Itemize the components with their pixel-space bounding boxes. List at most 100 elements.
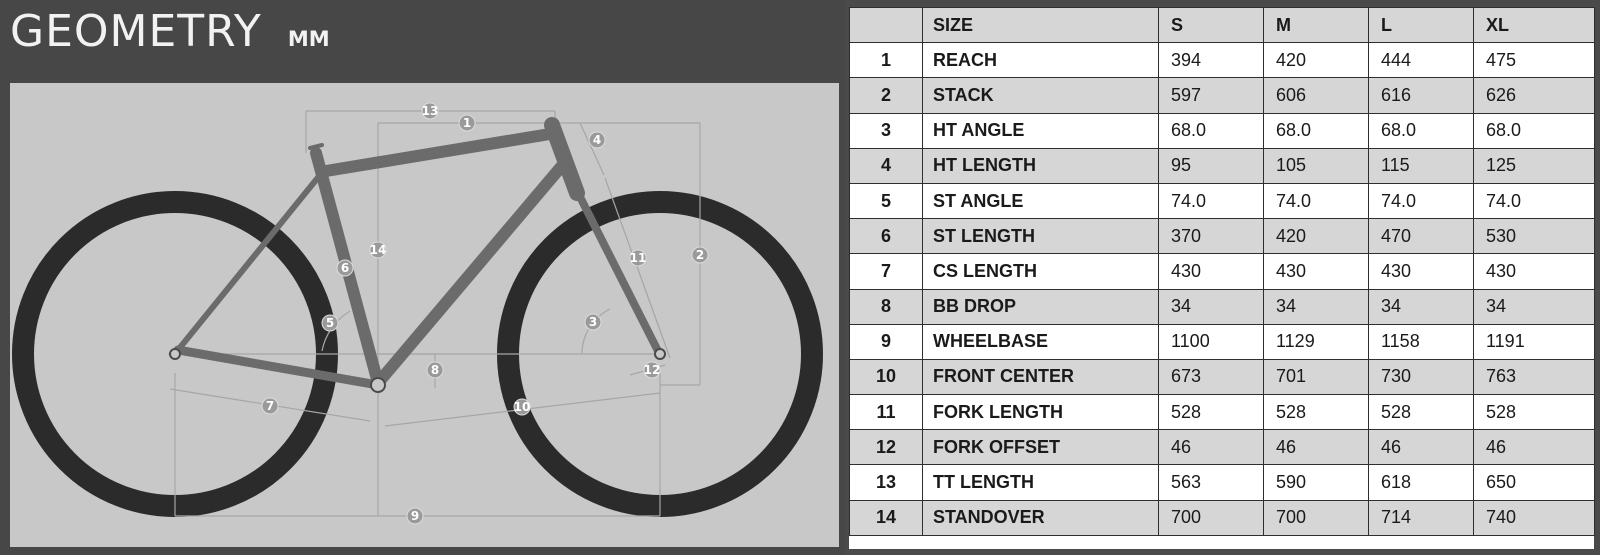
unit-label: MM [287, 27, 330, 51]
row-number: 4 [849, 147, 923, 184]
value-s: 370 [1158, 218, 1264, 255]
value-xl: 125 [1473, 147, 1595, 184]
bike-frame [173, 117, 662, 390]
value-m: 430 [1263, 253, 1369, 290]
value-xl: 34 [1473, 288, 1595, 325]
value-xl: 528 [1473, 394, 1595, 431]
value-l: 46 [1368, 429, 1474, 466]
value-l: 115 [1368, 147, 1474, 184]
callout-label: 8 [431, 363, 439, 377]
value-s: 46 [1158, 429, 1264, 466]
row-number: 3 [849, 112, 923, 149]
measurement-name: FRONT CENTER [922, 358, 1159, 396]
title-block: GEOMETRY MM [10, 6, 330, 76]
callout-label: 12 [644, 363, 661, 377]
row-number: 13 [849, 464, 923, 501]
callout-10: 10 [513, 398, 531, 416]
measurement-name: HT ANGLE [922, 112, 1159, 149]
value-s: 1100 [1158, 323, 1264, 360]
measurement-name: STACK [922, 77, 1159, 114]
value-s: 68.0 [1158, 112, 1264, 149]
value-l: 34 [1368, 288, 1474, 325]
value-xl: 430 [1473, 253, 1595, 290]
row-number: 5 [849, 182, 923, 220]
measurement-name: BB DROP [922, 288, 1159, 325]
value-m: 105 [1263, 147, 1369, 184]
value-s: 528 [1158, 394, 1264, 431]
measurement-name: ST LENGTH [922, 218, 1159, 255]
measurement-name: HT LENGTH [922, 147, 1159, 184]
row-number: 14 [849, 499, 923, 536]
value-l: 730 [1368, 358, 1474, 396]
value-s: 74.0 [1158, 182, 1264, 220]
bike-geometry-diagram: 13 1 4 14 6 11 2 5 3 8 12 7 10 9 [10, 83, 839, 547]
value-m: 606 [1263, 77, 1369, 114]
callout-5: 5 [321, 314, 339, 332]
value-xl: 475 [1473, 42, 1595, 79]
value-m: 34 [1263, 288, 1369, 325]
callout-11: 11 [629, 249, 647, 267]
callout-label: 14 [370, 243, 387, 257]
callout-label: 10 [514, 400, 531, 414]
bottom-bracket [370, 377, 386, 393]
value-m: 46 [1263, 429, 1369, 466]
value-m: 528 [1263, 394, 1369, 431]
callout-4: 4 [588, 131, 606, 149]
callout-label: 3 [589, 315, 597, 329]
callout-9: 9 [406, 507, 424, 525]
value-l: 1158 [1368, 323, 1474, 360]
callout-2: 2 [691, 246, 709, 264]
value-m: 1129 [1263, 323, 1369, 360]
header-size-s: S [1158, 6, 1264, 44]
callout-label: 2 [696, 248, 704, 262]
value-m: 420 [1263, 218, 1369, 255]
callout-3: 3 [584, 313, 602, 331]
value-l: 74.0 [1368, 182, 1474, 220]
page-title: GEOMETRY [10, 6, 262, 57]
callout-label: 7 [266, 399, 274, 413]
value-xl: 74.0 [1473, 182, 1595, 220]
value-l: 430 [1368, 253, 1474, 290]
callout-label: 13 [422, 104, 439, 118]
value-xl: 626 [1473, 77, 1595, 114]
value-m: 74.0 [1263, 182, 1369, 220]
measurement-name: CS LENGTH [922, 253, 1159, 290]
value-l: 68.0 [1368, 112, 1474, 149]
callout-label: 9 [411, 509, 419, 523]
callout-14: 14 [369, 241, 387, 259]
callout-13: 13 [421, 102, 439, 120]
value-m: 420 [1263, 42, 1369, 79]
callout-12: 12 [643, 361, 661, 379]
measurement-name: TT LENGTH [922, 464, 1159, 501]
row-number: 11 [849, 394, 923, 431]
value-m: 700 [1263, 499, 1369, 536]
table-header-row: SIZE S M L XL [849, 6, 1595, 44]
row-number: 12 [849, 429, 923, 466]
value-xl: 68.0 [1473, 112, 1595, 149]
measurement-name: WHEELBASE [922, 323, 1159, 360]
row-number: 8 [849, 288, 923, 325]
row-number: 2 [849, 77, 923, 114]
bike-illustration: 13 1 4 14 6 11 2 5 3 8 12 7 10 9 [12, 102, 823, 525]
measurement-name: FORK LENGTH [922, 394, 1159, 431]
row-number: 10 [849, 358, 923, 396]
dimension-lines [168, 110, 701, 517]
callout-label: 5 [326, 316, 334, 330]
callout-label: 4 [593, 133, 601, 147]
callout-8: 8 [426, 361, 444, 379]
callout-6: 6 [336, 259, 354, 277]
value-xl: 46 [1473, 429, 1595, 466]
value-s: 563 [1158, 464, 1264, 501]
